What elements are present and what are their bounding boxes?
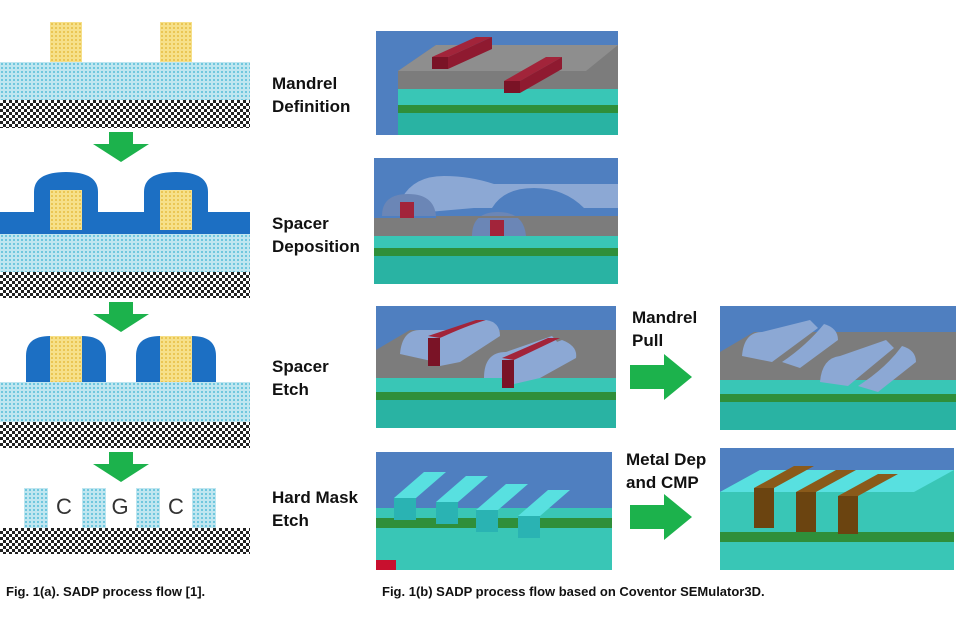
arrow-label-line: and CMP: [626, 473, 699, 492]
caption-fig-a: Fig. 1(a). SADP process flow [1].: [6, 584, 206, 599]
down-arrow-icon: [93, 452, 149, 482]
step-label-line: Definition: [272, 97, 351, 116]
spacer-etch-diagram: [26, 336, 216, 382]
mandrel-block: [50, 190, 82, 230]
mandrel-block: [160, 190, 192, 230]
step-label-spacer-etch: Spacer Etch: [272, 355, 329, 401]
step-label-line: Deposition: [272, 237, 360, 256]
substrate-layer: [0, 528, 250, 554]
arrow-label-metal-dep: Metal Dep and CMP: [626, 448, 706, 494]
hard-mask-line: [24, 488, 48, 528]
render-hard-mask-etch: [376, 452, 612, 570]
spacer-deposition-diagram: [0, 172, 250, 234]
gap-label-g: G: [111, 494, 129, 519]
hard-mask-line: [82, 488, 106, 528]
mandrel-block: [50, 22, 82, 62]
step-label-hard-mask-etch: Hard Mask Etch: [272, 486, 358, 532]
hard-mask-line: [192, 488, 216, 528]
step-label-line: Spacer: [272, 357, 329, 376]
hard-mask-line: [136, 488, 160, 528]
render-spacer-etch: [376, 306, 616, 428]
step-label-spacer-deposition: Spacer Deposition: [272, 212, 360, 258]
mandrel-block: [160, 22, 192, 62]
arrow-label-line: Mandrel: [632, 308, 698, 327]
step-label-line: Etch: [272, 511, 309, 530]
step-label-line: Hard Mask: [272, 488, 358, 507]
step-label-line: Etch: [272, 380, 309, 399]
right-arrow-icon: [630, 494, 692, 540]
render-spacer-deposition: [374, 158, 618, 284]
render-mandrel-definition: [376, 31, 618, 135]
step-label-line: Mandrel: [272, 74, 338, 93]
right-arrow-icon: [630, 354, 692, 400]
arrow-label-line: Pull: [632, 331, 664, 350]
arrow-label-line: Metal Dep: [626, 450, 707, 469]
caption-fig-b: Fig. 1(b) SADP process flow based on Cov…: [382, 584, 765, 599]
gap-label-c: C: [168, 494, 184, 519]
step-label-line: Spacer: [272, 214, 329, 233]
gap-label-c: C: [56, 494, 72, 519]
arrow-label-mandrel-pull: Mandrel Pull: [632, 306, 697, 352]
substrate-layer: [0, 100, 250, 128]
render-metal-dep-cmp: [720, 448, 954, 570]
hard-mask-layer: [0, 382, 250, 422]
down-arrow-icon: [93, 302, 149, 332]
substrate-layer: [0, 422, 250, 448]
mandrel-block: [50, 336, 82, 382]
render-mandrel-pull: [720, 306, 956, 430]
substrate-layer: [0, 272, 250, 298]
hard-mask-layer: [0, 234, 250, 272]
down-arrow-icon: [93, 132, 149, 162]
hard-mask-layer: [0, 62, 250, 100]
mandrel-block: [160, 336, 192, 382]
step-label-mandrel-definition: Mandrel Definition: [272, 72, 350, 118]
